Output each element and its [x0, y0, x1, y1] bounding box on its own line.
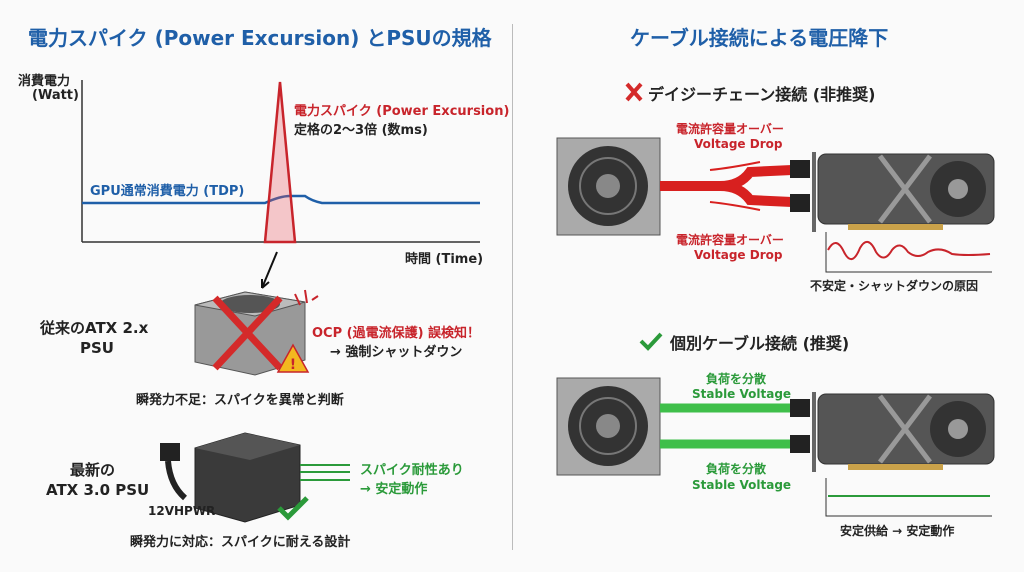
daisy-heading: デイジーチェーン接続 (非推奨) — [648, 85, 876, 104]
daisy-warn-top: 電流許容量オーバー — [676, 122, 784, 136]
connector-label: 12VHPWR — [148, 504, 216, 518]
unstable-voltage-line — [827, 241, 991, 260]
daisy-chain-diagram — [556, 82, 995, 273]
daisy-warn-bottom: 電流許容量オーバー — [676, 233, 784, 247]
y-axis-unit: (Watt) — [32, 88, 79, 103]
daisy-caption: 不安定・シャットダウンの原因 — [810, 279, 979, 293]
daisy-drop-top: Voltage Drop — [694, 137, 783, 151]
check-icon — [639, 332, 663, 351]
spike-tolerance: スパイク耐性あり — [360, 463, 464, 478]
old-psu-label: 従来のATX 2.x — [40, 319, 149, 337]
separate-cable-diagram — [556, 332, 995, 517]
separate-caption: 安定供給 → 安定動作 — [840, 524, 955, 538]
connector-icon — [160, 443, 180, 461]
old-psu-image: ! — [194, 289, 319, 376]
spike-note: 定格の2〜3倍 (数ms) — [294, 123, 428, 138]
y-axis-label: 消費電力 — [18, 74, 71, 89]
right-title: ケーブル接続による電圧降下 — [630, 26, 889, 50]
new-psu-image — [160, 432, 350, 523]
spike-line — [263, 81, 297, 244]
arrow-icon — [261, 251, 278, 289]
separate-voltage-top: Stable Voltage — [692, 387, 792, 401]
separate-voltage-bottom: Stable Voltage — [692, 478, 792, 492]
cross-icon — [625, 82, 643, 102]
new-psu-caption: 瞬発力に対応：スパイクに耐える設計 — [130, 535, 351, 550]
old-psu-label-2: PSU — [80, 339, 114, 357]
check-icon — [277, 496, 309, 521]
new-psu-label: 最新の — [70, 461, 116, 479]
spike-label: 電力スパイク (Power Excursion) — [294, 104, 510, 119]
cross-icon — [212, 295, 283, 371]
old-psu-caption: 瞬発力不足：スパイクを異常と判断 — [136, 393, 344, 408]
new-psu-label-2: ATX 3.0 PSU — [46, 481, 150, 499]
svg-text:!: ! — [290, 357, 296, 373]
warning-icon — [276, 343, 310, 373]
tdp-line — [82, 194, 480, 205]
x-axis-label: 時間 (Time) — [405, 252, 484, 267]
left-title: 電力スパイク (Power Excursion) とPSUの規格 — [28, 26, 492, 50]
daisy-drop-bottom: Voltage Drop — [694, 248, 783, 262]
separate-note-bottom: 負荷を分散 — [706, 462, 767, 476]
section-divider — [512, 24, 513, 550]
power-chart — [81, 80, 480, 289]
stable-operation: → 安定動作 — [360, 482, 428, 497]
separate-note-top: 負荷を分散 — [706, 372, 767, 386]
tdp-label: GPU通常消費電力 (TDP) — [90, 184, 245, 199]
ocp-alert: OCP (過電流保護) 誤検知！ — [312, 326, 481, 341]
shutdown-text: → 強制シャットダウン — [330, 345, 463, 360]
separate-heading: 個別ケーブル接続 (推奨) — [670, 334, 850, 353]
